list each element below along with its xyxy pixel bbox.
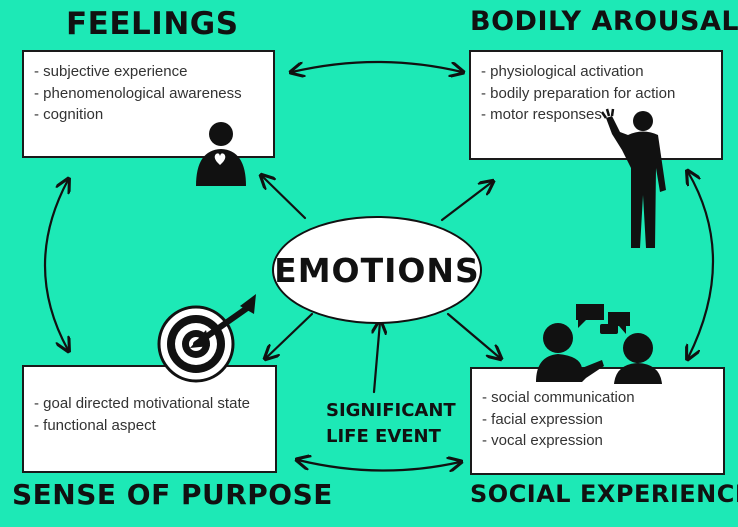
- bodily-arousal-item: physiological activation: [481, 61, 711, 83]
- bodily-arousal-item: bodily preparation for action: [481, 83, 711, 105]
- arrow-feelings-bodily: [292, 60, 462, 72]
- arrow-to-social: [446, 312, 500, 358]
- event-line-1: SIGNIFICANT: [326, 400, 456, 421]
- arrow-bodily-social: [688, 172, 714, 358]
- bodily-arousal-box: physiological activation bodily preparat…: [469, 50, 723, 160]
- bodily-arousal-title: BODILY AROUSAL: [470, 6, 738, 37]
- arrow-to-bodily: [440, 182, 492, 222]
- sense-of-purpose-item: goal directed motivational state: [34, 393, 265, 415]
- emotions-label: EMOTIONS: [274, 250, 480, 290]
- arrow-to-purpose: [266, 312, 314, 358]
- arrow-event-to-emotions: [374, 322, 380, 394]
- arrow-feelings-purpose: [43, 180, 68, 350]
- event-line-2: LIFE EVENT: [326, 426, 441, 447]
- sense-of-purpose-item: functional aspect: [34, 415, 265, 437]
- people-chat-icon: [536, 304, 662, 384]
- social-experience-item: facial expression: [482, 409, 713, 431]
- feelings-item: phenomenological awareness: [34, 83, 263, 105]
- target-icon: [157, 294, 256, 383]
- arrow-purpose-social: [298, 460, 460, 471]
- social-experience-item: social communication: [482, 387, 713, 409]
- emotions-node: EMOTIONS: [272, 216, 482, 324]
- standing-person-icon: [600, 108, 666, 248]
- heart-person-icon: [196, 122, 246, 186]
- feelings-item: cognition: [34, 104, 263, 126]
- feelings-item: subjective experience: [34, 61, 263, 83]
- sense-of-purpose-title: SENSE OF PURPOSE: [12, 478, 333, 511]
- social-experience-title: SOCIAL EXPERIENCE: [470, 480, 738, 508]
- bodily-arousal-item: motor responses: [481, 104, 711, 126]
- social-experience-item: vocal expression: [482, 430, 713, 452]
- arrow-to-feelings: [262, 176, 307, 220]
- feelings-box: subjective experience phenomenological a…: [22, 50, 275, 158]
- sense-of-purpose-box: goal directed motivational state functio…: [22, 365, 277, 473]
- significant-life-event: SIGNIFICANT LIFE EVENT: [326, 398, 456, 450]
- feelings-title: FEELINGS: [66, 6, 239, 42]
- social-experience-box: social communication facial expression v…: [470, 367, 725, 475]
